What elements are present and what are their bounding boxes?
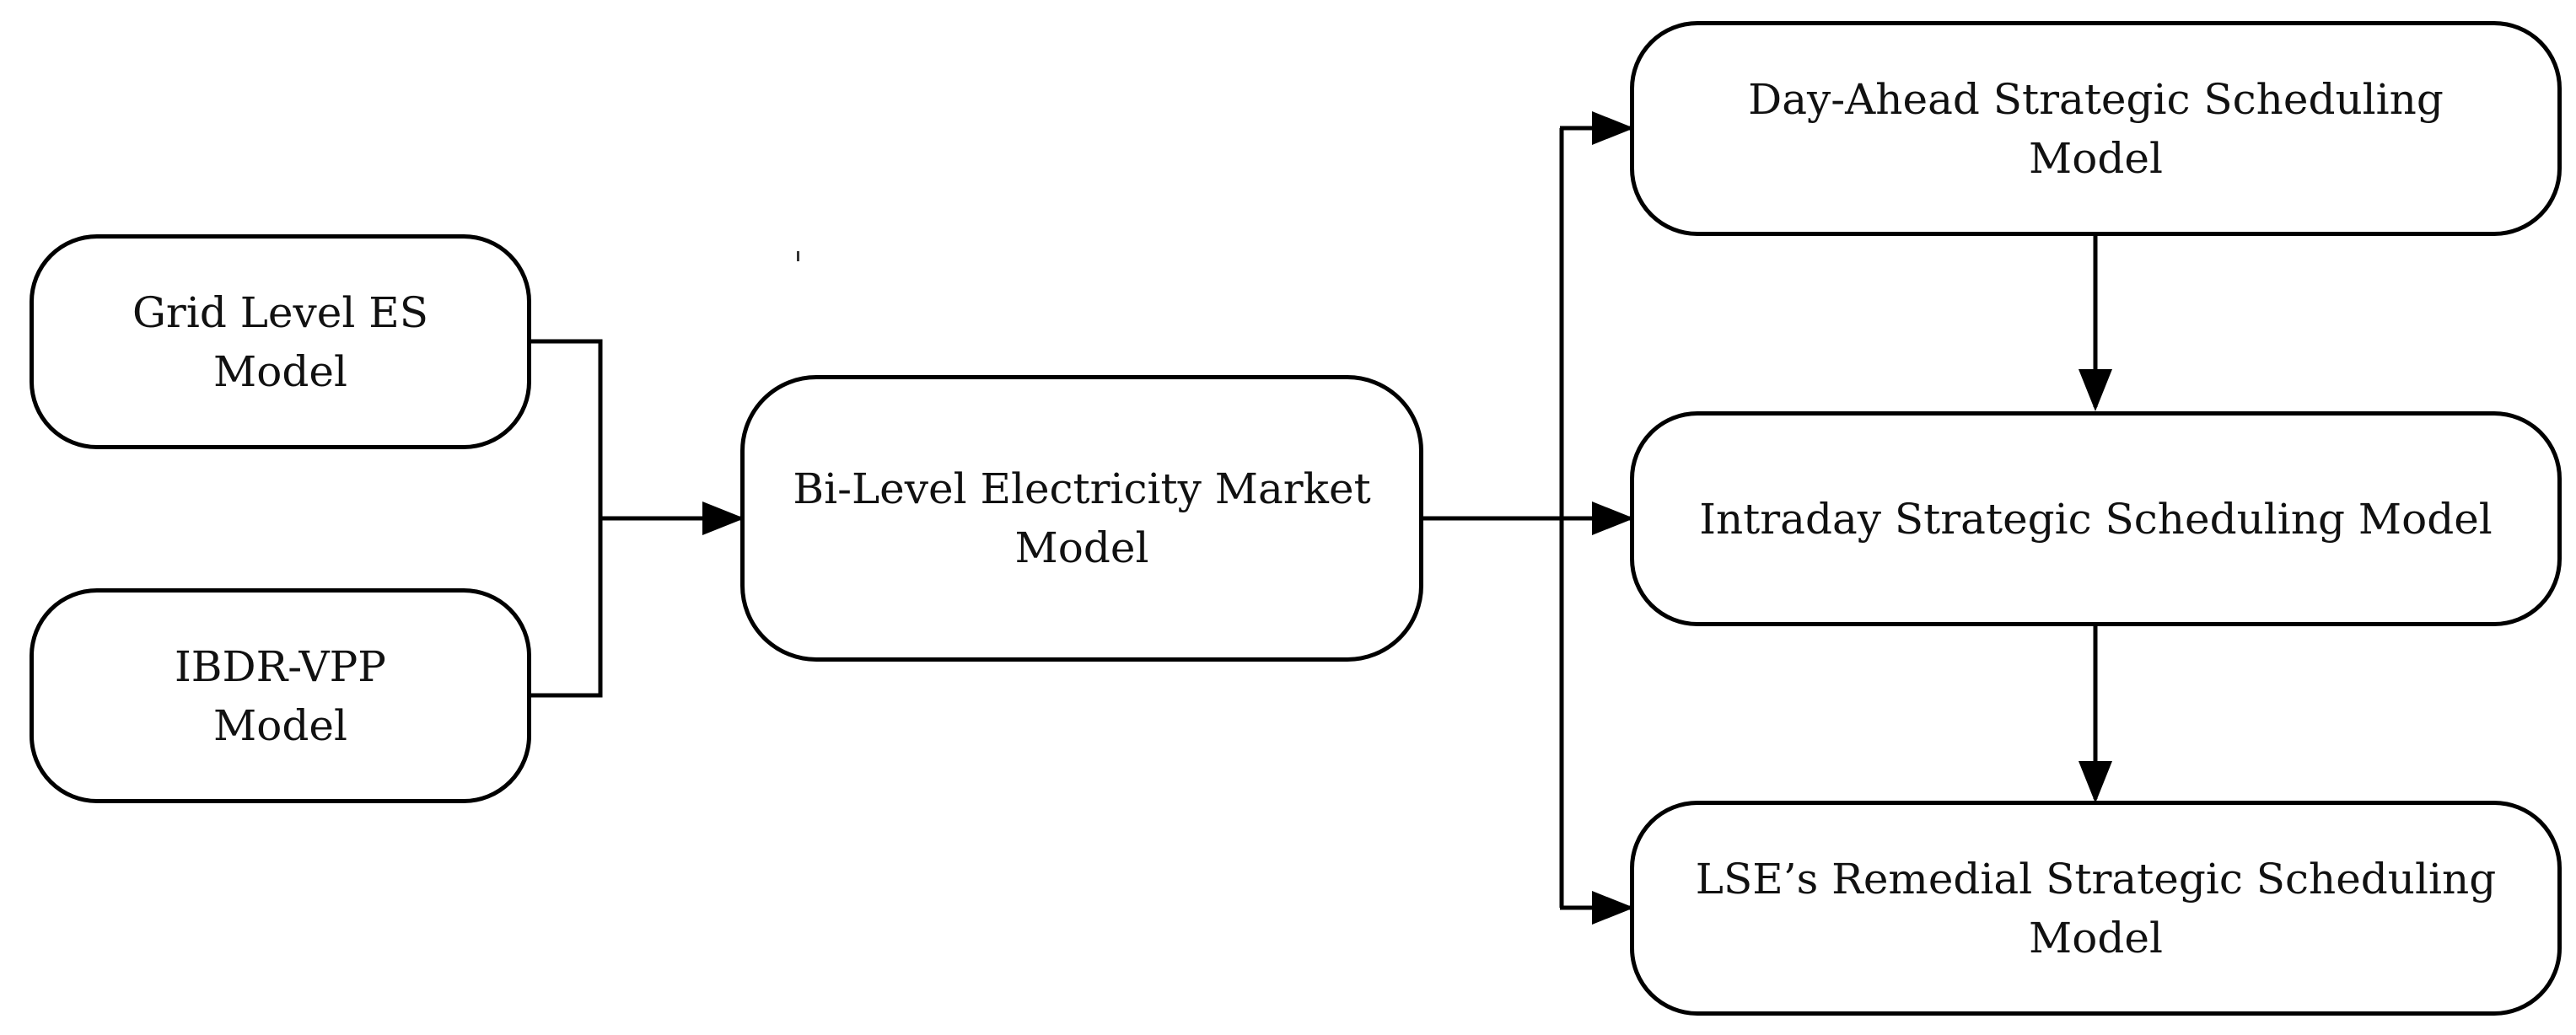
- node-label-line: Bi-Level Electricity Market: [793, 464, 1371, 513]
- node-intraday-scheduling-model: Intraday Strategic Scheduling Model: [1630, 411, 2562, 626]
- node-label-line: Day-Ahead Strategic Scheduling: [1748, 74, 2444, 124]
- node-label-line: LSE’s Remedial Strategic Scheduling: [1695, 854, 2497, 904]
- node-remedial-scheduling-model: LSE’s Remedial Strategic Scheduling Mode…: [1630, 801, 2562, 1016]
- node-label-line: IBDR-VPP: [175, 641, 386, 691]
- node-label-line: Model: [2029, 133, 2163, 183]
- node-label-line: Model: [213, 346, 347, 396]
- node-label-line: Model: [213, 700, 347, 750]
- node-day-ahead-scheduling-model: Day-Ahead Strategic Scheduling Model: [1630, 21, 2562, 236]
- node-bilevel-market-model: Bi-Level Electricity Market Model: [740, 375, 1423, 662]
- stray-mark: [797, 251, 799, 261]
- connector-grid-es: [530, 339, 603, 698]
- node-grid-level-es-model: Grid Level ES Model: [30, 234, 531, 449]
- node-label-line: Model: [1014, 523, 1149, 572]
- node-ibdr-vpp-model: IBDR-VPP Model: [30, 588, 531, 803]
- node-label-line: Grid Level ES: [132, 287, 428, 337]
- node-label-line: Model: [2029, 913, 2163, 963]
- node-label-line: Intraday Strategic Scheduling Model: [1699, 494, 2493, 544]
